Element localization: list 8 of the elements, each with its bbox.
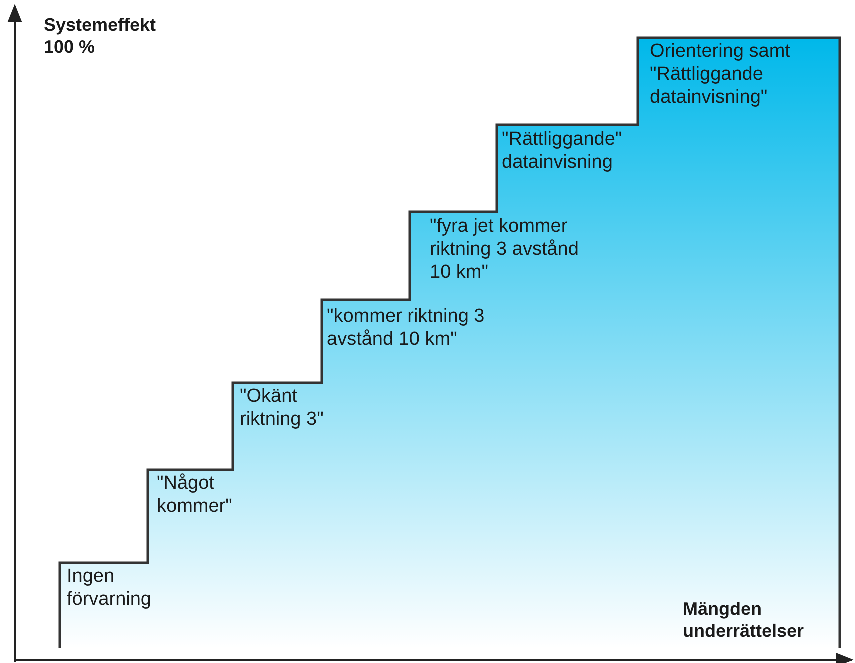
step-label: "fyra jet kommer riktning 3 avstånd 10 km" (430, 215, 580, 284)
axis-title: Systemeffekt 100 % (44, 14, 158, 58)
axis-title: Mängden underrättelser (683, 598, 806, 642)
step-label: "Rättliggande" datainvisning (502, 128, 624, 174)
step-label: Orientering samt "Rättliggande datainvisning" (650, 40, 792, 109)
step-label: "Okänt riktning 3" (240, 385, 325, 431)
step-label: "Något kommer" (157, 472, 234, 518)
step-label: "kommer riktning 3 avstånd 10 km" (327, 305, 486, 351)
